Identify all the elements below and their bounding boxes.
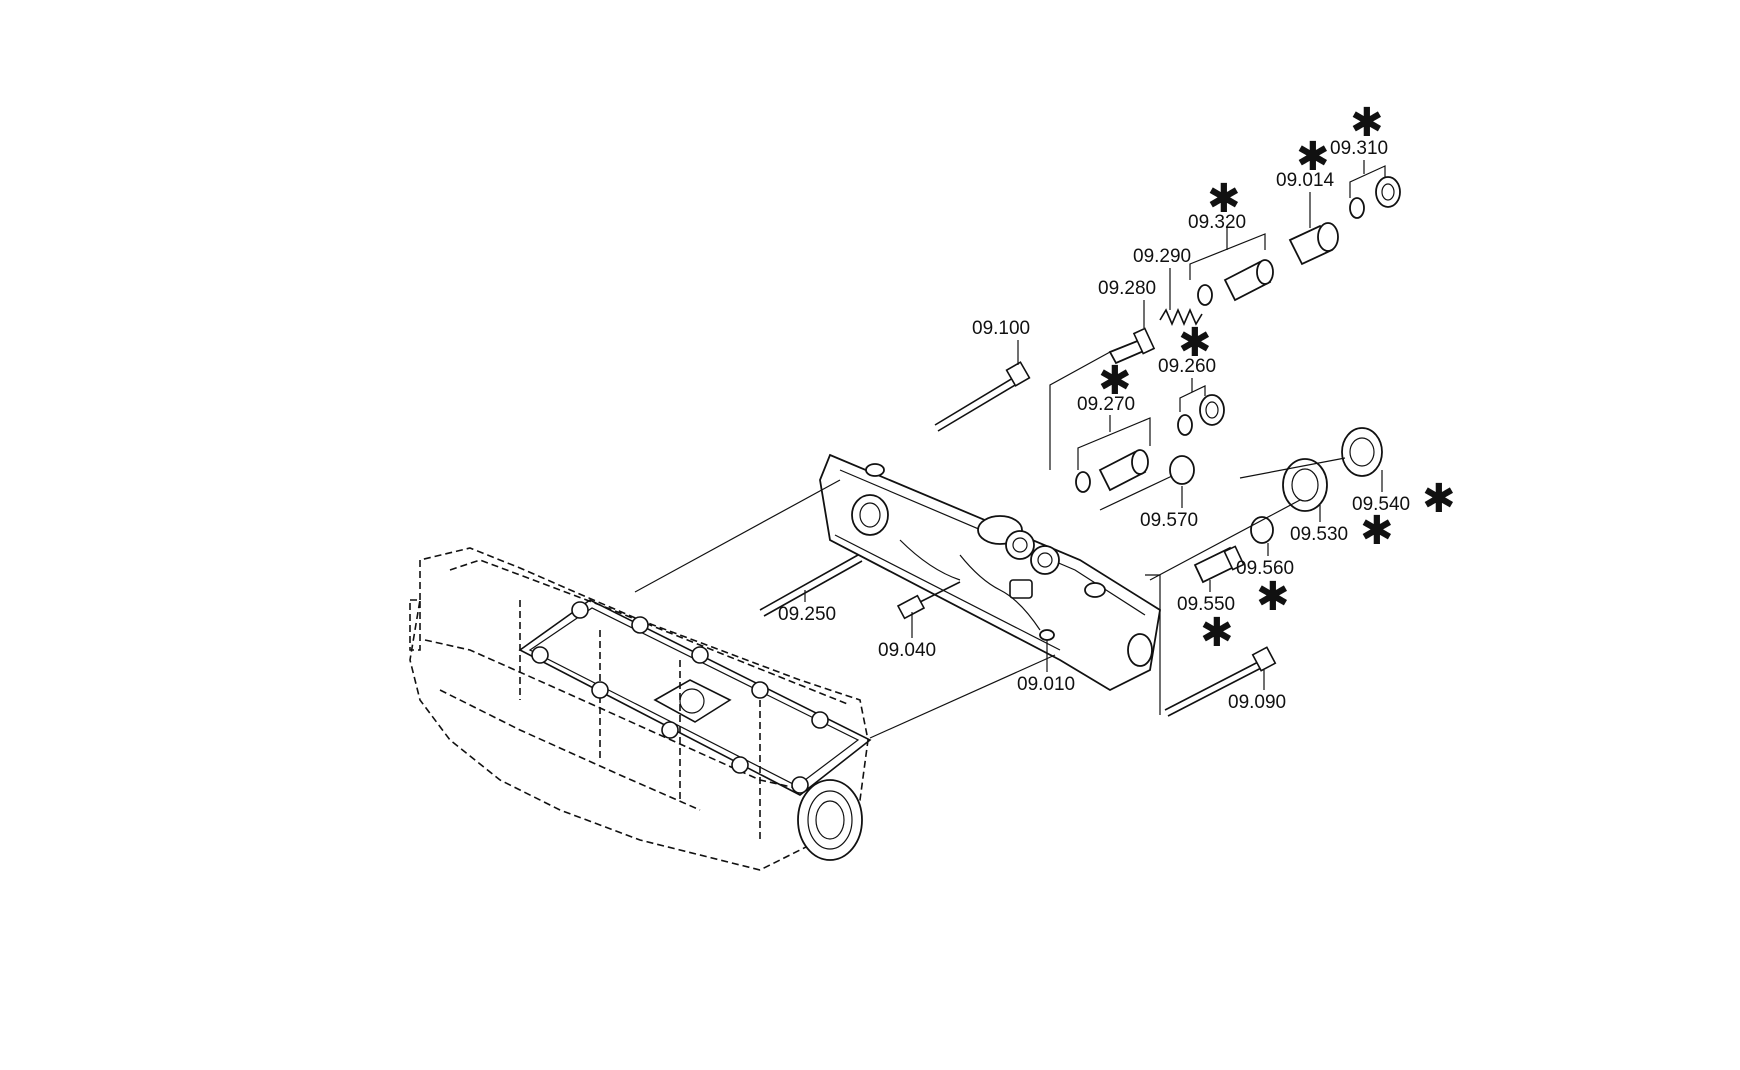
- label-09-260: 09.260: [1158, 356, 1216, 377]
- marker-09-270: ✱: [1098, 358, 1132, 404]
- label-09-040: 09.040: [878, 640, 936, 661]
- marker-09-310: ✱: [1350, 100, 1384, 146]
- marker-09-260: ✱: [1178, 320, 1212, 366]
- label-09-530: 09.530: [1290, 524, 1348, 545]
- part-labels: 09.100 09.280 09.290 09.320 09.014 09.31…: [778, 138, 1410, 713]
- marker-09-550: ✱: [1200, 610, 1234, 656]
- transmission-housing: [409, 547, 872, 871]
- label-09-280: 09.280: [1098, 278, 1156, 299]
- label-09-250: 09.250: [778, 604, 836, 625]
- marker-09-320: ✱: [1207, 176, 1241, 222]
- label-09-270: 09.270: [1077, 394, 1135, 415]
- label-09-100: 09.100: [972, 318, 1030, 339]
- label-09-560: 09.560: [1236, 558, 1294, 579]
- parts: [759, 176, 1401, 717]
- label-09-550: 09.550: [1177, 594, 1235, 615]
- label-09-010: 09.010: [1017, 674, 1075, 695]
- marker-09-540: ✱: [1422, 476, 1456, 522]
- label-09-310: 09.310: [1330, 138, 1388, 159]
- marker-09-560: ✱: [1256, 574, 1290, 620]
- label-09-570: 09.570: [1140, 510, 1198, 531]
- label-09-320: 09.320: [1188, 212, 1246, 233]
- label-09-090: 09.090: [1228, 692, 1286, 713]
- marker-09-530: ✱: [1360, 508, 1394, 554]
- label-09-014: 09.014: [1276, 170, 1335, 191]
- label-09-290: 09.290: [1133, 246, 1191, 267]
- leader-lines: [634, 160, 1386, 739]
- label-09-540: 09.540: [1352, 494, 1410, 515]
- marker-09-014: ✱: [1296, 134, 1330, 180]
- asterisk-markers: ✱ ✱ ✱ ✱ ✱ ✱ ✱ ✱ ✱: [1098, 100, 1456, 656]
- valve-body: [819, 453, 1161, 692]
